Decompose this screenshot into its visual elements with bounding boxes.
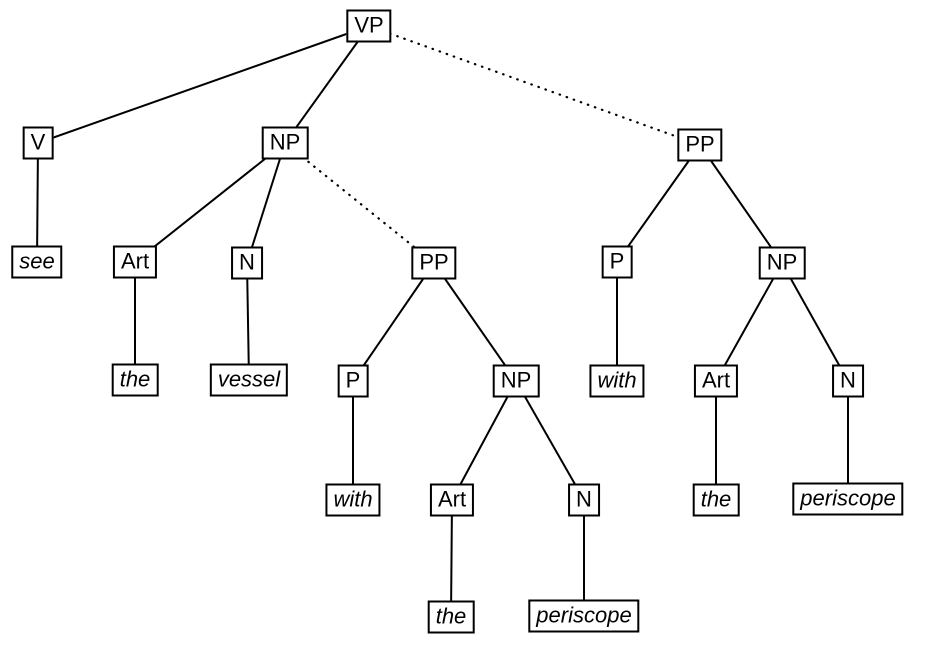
node-p-np: P	[337, 364, 369, 398]
node-the-pp-vp: the	[692, 483, 740, 517]
node-p-vp: P	[601, 245, 633, 279]
node-see: see	[11, 245, 63, 279]
edge-pp-np-to-np-in-pp-np	[433, 262, 517, 382]
edge-np-obj-to-n-obj	[246, 142, 286, 264]
node-n-pp-vp: N	[832, 364, 864, 398]
node-np-in-pp-np: NP	[492, 364, 540, 398]
edge-np-in-pp-np-to-art-pp-np	[451, 380, 517, 501]
node-vp: VP	[346, 9, 392, 43]
edge-pp-np-to-p-np	[352, 262, 435, 382]
edge-v-to-see	[36, 142, 39, 263]
edge-pp-vp-to-p-vp	[616, 144, 701, 263]
node-the-obj: the	[111, 363, 159, 397]
node-periscope-pp-vp: periscope	[792, 482, 904, 516]
node-v: V	[22, 126, 54, 160]
node-art-obj: Art	[112, 245, 158, 279]
node-pp-np: PP	[411, 246, 457, 280]
edge-vp-to-np-obj	[284, 25, 370, 144]
node-with-np: with	[325, 483, 381, 517]
edge-art-pp-np-to-the-pp-np	[450, 499, 453, 618]
edge-n-obj-to-vessel	[246, 262, 250, 381]
node-with-vp: with	[589, 364, 645, 398]
node-periscope-pp-np: periscope	[528, 599, 640, 633]
node-the-pp-np: the	[427, 600, 475, 634]
node-vessel: vessel	[209, 363, 289, 397]
node-n-obj: N	[231, 246, 263, 280]
node-art-pp-np: Art	[429, 483, 475, 517]
edge-np-obj-to-art-obj	[134, 142, 286, 263]
edge-vp-to-pp-vp	[367, 24, 702, 147]
edge-vp-to-v	[37, 25, 370, 144]
node-n-pp-np: N	[568, 483, 600, 517]
edge-np-in-pp-vp-to-art-pp-vp	[715, 262, 783, 382]
edge-np-in-pp-np-to-n-pp-np	[515, 380, 585, 501]
edge-pp-vp-to-np-in-pp-vp	[699, 144, 783, 264]
edge-np-in-pp-vp-to-n-pp-vp	[781, 262, 849, 382]
node-art-pp-vp: Art	[693, 364, 739, 398]
node-pp-vp: PP	[677, 128, 723, 162]
node-np-obj: NP	[261, 126, 309, 160]
node-np-in-pp-vp: NP	[758, 246, 806, 280]
edge-np-obj-to-pp-np	[283, 141, 436, 265]
